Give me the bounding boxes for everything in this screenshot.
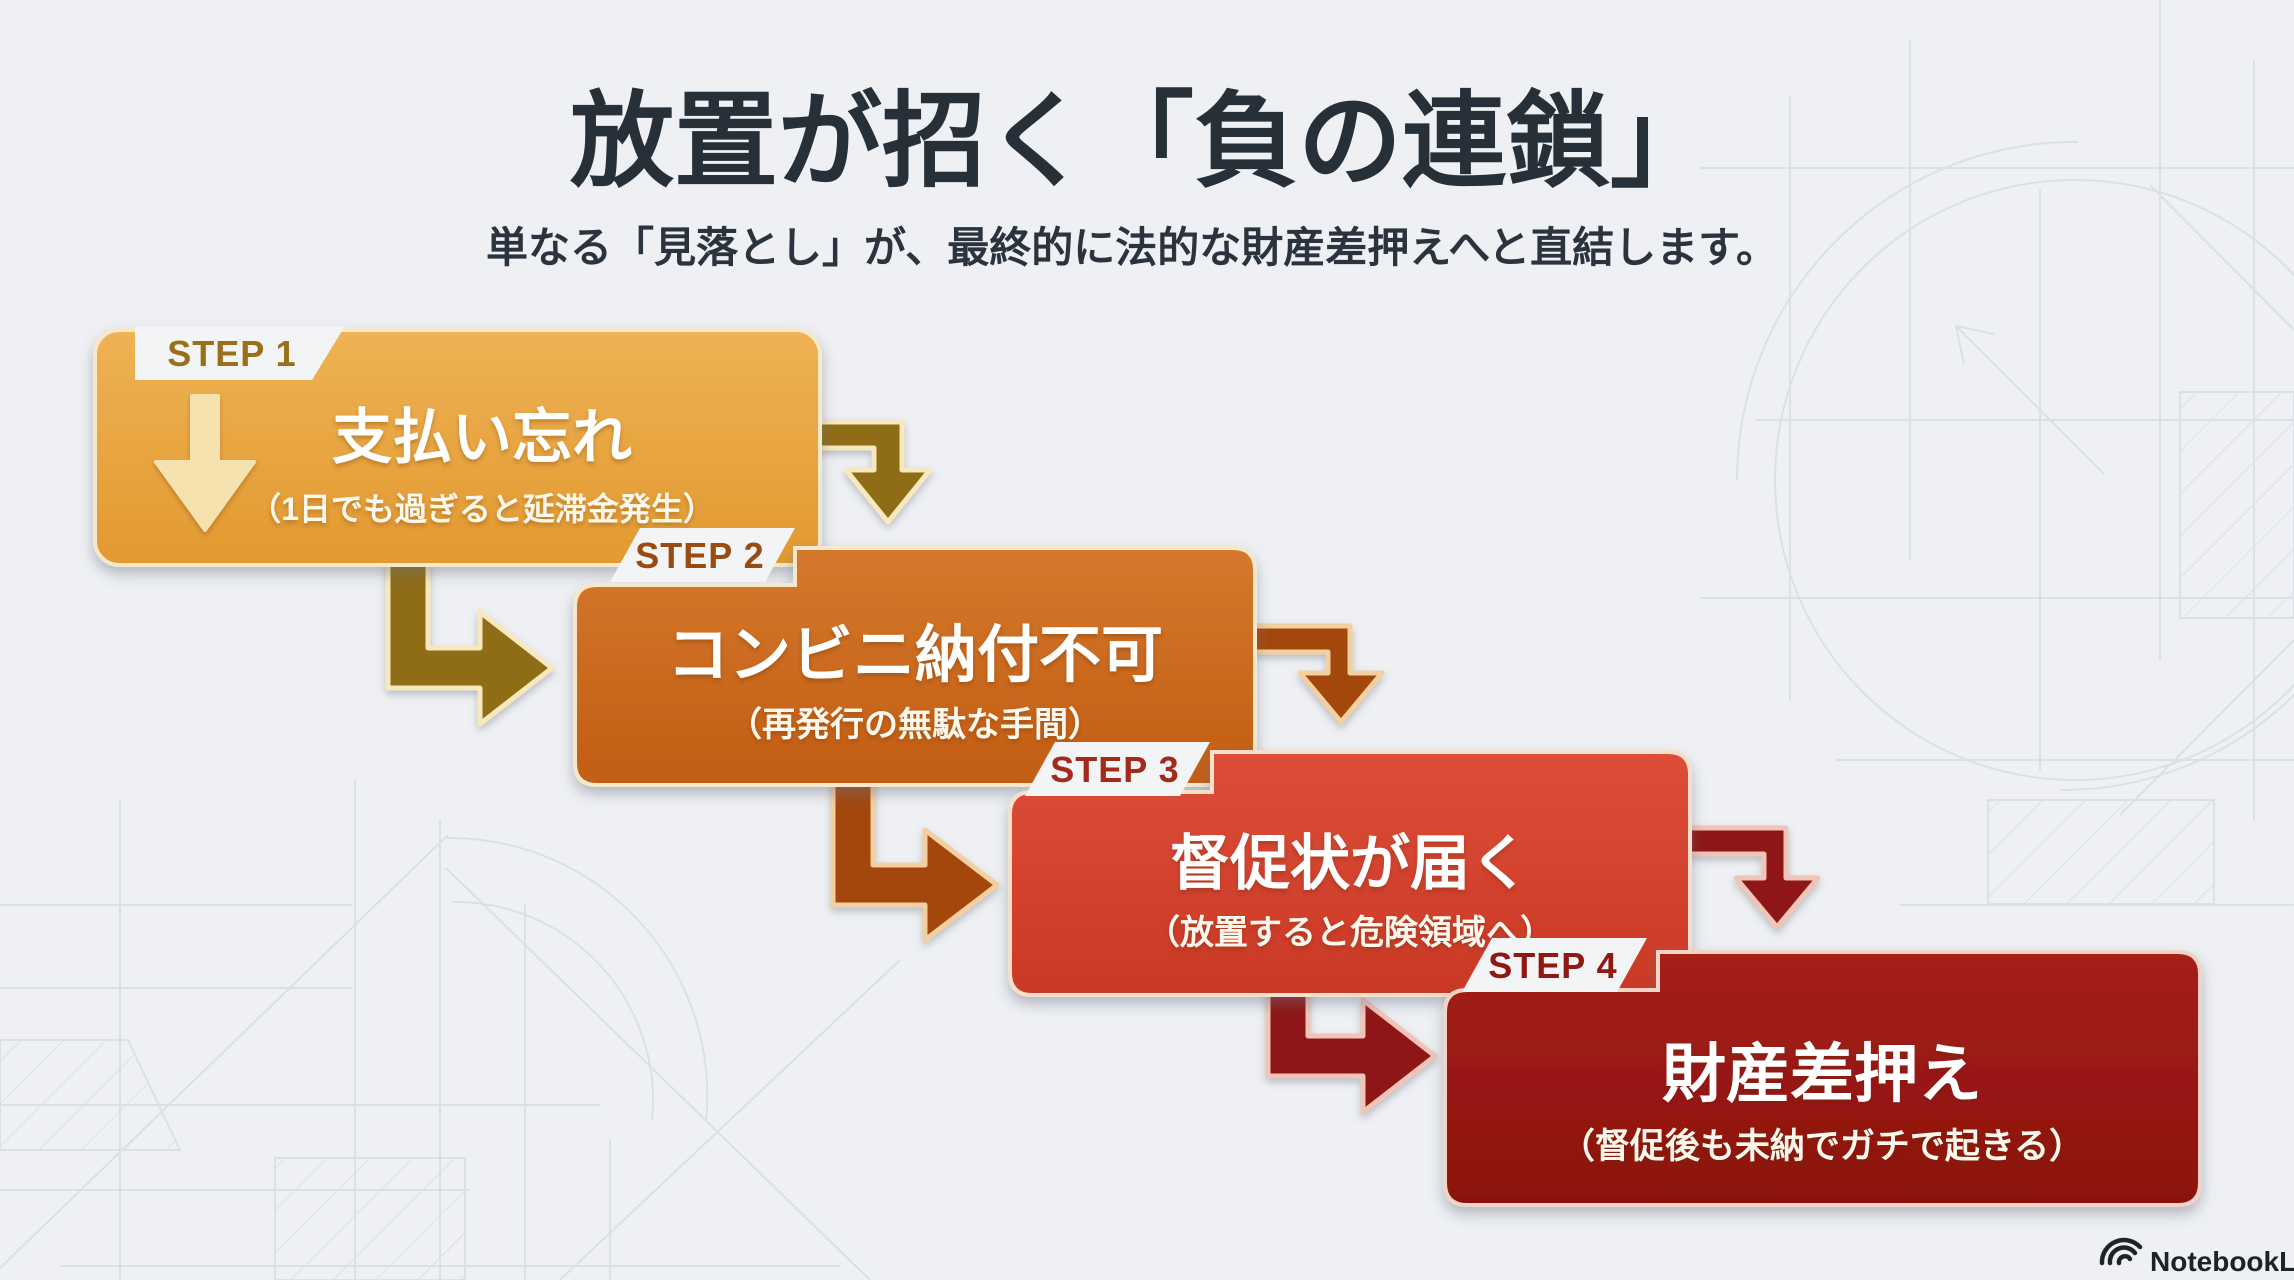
notebooklm-logo-icon: [2099, 1237, 2143, 1266]
step-4-label-notch: [1462, 938, 1647, 992]
step-3-heading: 督促状が届く: [1170, 830, 1530, 897]
elbow-down-right-arrow-icon: [830, 777, 1000, 943]
down-arrow-icon: [154, 394, 256, 532]
step-1-label-notch: [135, 326, 345, 380]
step-2-heading: コンビニ納付不可: [667, 621, 1163, 690]
step-2-note: （再発行の無駄な手間）: [728, 705, 1102, 744]
page-title: 放置が招く「負の連鎖」: [570, 84, 1714, 200]
step-1-note: （1日でも過ぎると延滞金発生）: [249, 491, 715, 527]
blueprint-decoration-left: [0, 780, 901, 1280]
step-2-label-notch: [610, 528, 795, 582]
elbow-right-down-arrow-icon: [809, 419, 933, 525]
step-1-heading: 支払い忘れ: [332, 404, 632, 471]
step-2-label: STEP 2: [635, 535, 764, 576]
step-4-box: STEP 4 財産差押え （督促後も未納でガチで起きる）: [1443, 938, 2202, 1207]
elbow-right-down-arrow-icon: [1247, 623, 1385, 725]
arrow-step2-to-step3: [830, 623, 1385, 943]
step-4-label: STEP 4: [1488, 945, 1617, 986]
elbow-right-down-arrow-icon: [1683, 825, 1821, 930]
step-3-note: （放置すると危険領域へ）: [1146, 913, 1554, 952]
elbow-down-right-arrow-icon: [1265, 989, 1438, 1115]
step-3-box: STEP 3 督促状が届く （放置すると危険領域へ）: [1008, 742, 1692, 997]
step-1-box: STEP 1 支払い忘れ （1日でも過ぎると延滞金発生）: [93, 326, 822, 567]
step-2-box: STEP 2 コンビニ納付不可 （再発行の無駄な手間）: [573, 528, 1257, 787]
arrow-step3-to-step4: [1265, 825, 1821, 1115]
page-subtitle: 単なる「見落とし」が、最終的に法的な財産差押えへと直結します。: [486, 224, 1778, 271]
step-3-label: STEP 3: [1050, 749, 1179, 790]
brand-label: NotebookLM: [2150, 1246, 2294, 1277]
elbow-down-right-arrow-icon: [385, 559, 555, 727]
step-4-note: （督促後も未納でガチで起きる）: [1560, 1127, 2084, 1166]
step-4-heading: 財産差押え: [1662, 1038, 1982, 1110]
step-3-label-notch: [1025, 742, 1210, 796]
footer-brand: NotebookLM: [2099, 1237, 2294, 1277]
blueprint-decoration-right: [1700, 0, 2294, 906]
arrow-step1-to-step2: [385, 419, 933, 727]
step-1-label: STEP 1: [167, 333, 296, 374]
